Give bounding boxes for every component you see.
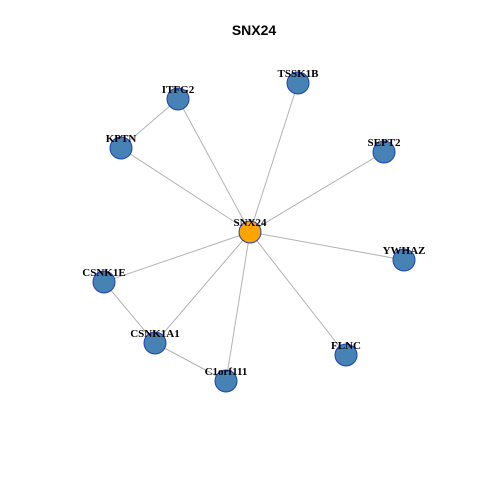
node-label-snx24: SNX24 xyxy=(233,217,267,229)
edge-snx24-csnk1e xyxy=(103,231,251,283)
edge-csnk1a1-c1orf111 xyxy=(154,342,227,382)
edge-csnk1e-csnk1a1 xyxy=(103,281,156,344)
node-tssk1b[interactable] xyxy=(286,71,310,95)
edge-itfg2-kptn xyxy=(120,98,179,149)
edge-snx24-flnc xyxy=(249,231,347,356)
node-sept2[interactable] xyxy=(372,140,396,164)
node-label-sept2: SEPT2 xyxy=(367,137,401,149)
edge-snx24-csnk1a1 xyxy=(154,231,251,344)
edge-snx24-sept2 xyxy=(249,151,385,233)
node-csnk1e[interactable] xyxy=(92,270,116,294)
node-label-tssk1b: TSSK1B xyxy=(278,68,320,80)
node-ywhaz[interactable] xyxy=(392,248,416,272)
node-kptn[interactable] xyxy=(109,136,133,160)
diagram-title: SNX24 xyxy=(232,22,277,38)
node-label-csnk1e: CSNK1E xyxy=(82,267,125,279)
edge-snx24-ywhaz xyxy=(249,231,405,261)
node-c1orf111[interactable] xyxy=(214,369,238,393)
node-label-itfg2: ITFG2 xyxy=(162,84,195,96)
node-itfg2[interactable] xyxy=(166,87,190,111)
nodes-layer xyxy=(92,71,416,393)
node-flnc[interactable] xyxy=(334,343,358,367)
edge-snx24-kptn xyxy=(120,147,251,233)
node-label-csnk1a1: CSNK1A1 xyxy=(130,328,180,340)
node-snx24[interactable] xyxy=(238,220,262,244)
edge-snx24-itfg2 xyxy=(177,98,251,233)
node-csnk1a1[interactable] xyxy=(143,331,167,355)
node-label-ywhaz: YWHAZ xyxy=(383,245,426,257)
edge-snx24-tssk1b xyxy=(249,82,299,233)
node-label-c1orf111: C1orf111 xyxy=(205,366,248,378)
edge-snx24-c1orf111 xyxy=(225,231,251,382)
edges-layer xyxy=(103,82,405,382)
node-label-kptn: KPTN xyxy=(106,133,137,145)
node-label-flnc: FLNC xyxy=(331,340,361,352)
